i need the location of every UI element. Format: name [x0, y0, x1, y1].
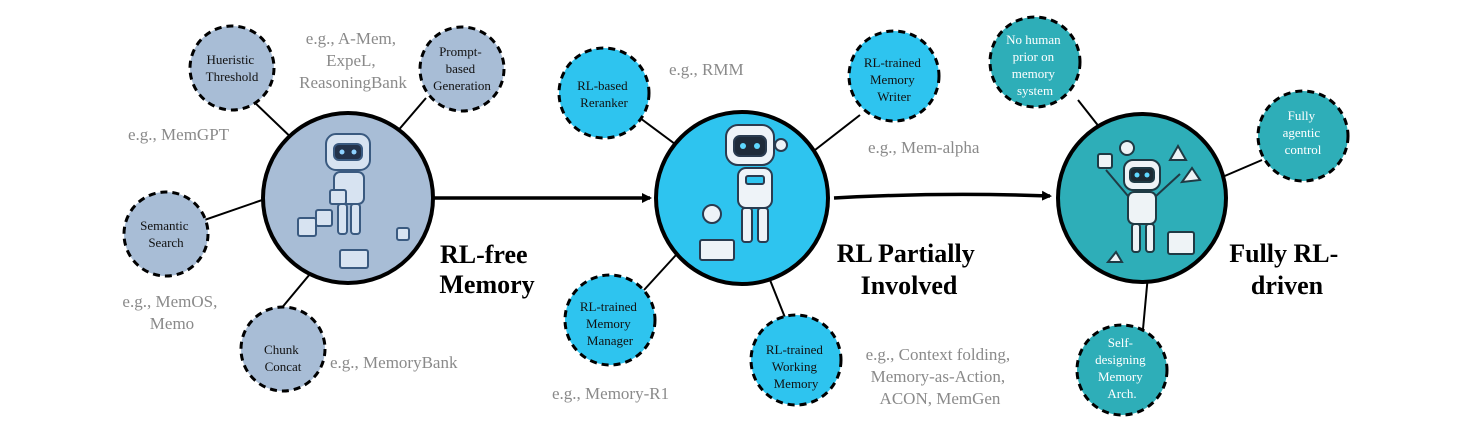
node-no-human-prior [988, 15, 1082, 109]
node-prompt-based-generation [418, 25, 506, 113]
robot-stacking-blocks-icon [297, 133, 410, 269]
stage1-title-line1: RL-free [440, 240, 528, 269]
stage1-title: RL-free Memory [439, 240, 534, 299]
stage3-title-line1: Fully RL- [1229, 239, 1338, 268]
example-a-mem-expel-reasoningbank: e.g., A-Mem, ExpeL, ReasoningBank [299, 29, 407, 92]
stage2-title-line2: Involved [861, 271, 958, 300]
label-heuristic-threshold: Hueristic Threshold [206, 52, 259, 84]
robot-juggling-shapes-icon [1097, 140, 1202, 263]
example-context-folding: e.g., Context folding, Memory-as-Action,… [866, 345, 1015, 408]
node-labels: Hueristic Threshold Prompt- based Genera… [140, 32, 1324, 401]
label-rl-trained-memory-writer: RL-trained Memory Writer [864, 55, 924, 104]
label-rl-based-reranker: RL-based Reranker [577, 78, 631, 110]
label-semantic-search: Semantic Search [140, 218, 192, 250]
node-chunk-concat [239, 305, 327, 393]
stage-arrows [433, 190, 1052, 203]
label-fully-agentic-control: Fully agentic control [1283, 108, 1324, 157]
arrow-stage2-to-stage3 [833, 190, 1052, 201]
label-chunk-concat: Chunk Concat [264, 342, 302, 374]
node-rl-trained-memory-writer [847, 29, 941, 123]
stage2-title: RL Partially Involved [837, 239, 981, 300]
stage1-title-line2: Memory [439, 270, 534, 299]
stage3-title: Fully RL- driven [1229, 239, 1345, 300]
node-heuristic-threshold [188, 24, 276, 112]
example-annotations: e.g., A-Mem, ExpeL, ReasoningBank e.g., … [122, 29, 1015, 408]
label-rl-trained-working-memory: RL-trained Working Memory [766, 342, 826, 391]
example-memorybank: e.g., MemoryBank [330, 353, 458, 372]
stage-fully-rl-driven: Fully RL- driven [1056, 112, 1345, 300]
label-no-human-prior: No human prior on memory system [1006, 32, 1064, 98]
example-memos-memo: e.g., MemOS, Memo [122, 292, 221, 333]
stage-rl-free-memory: RL-free Memory [261, 111, 535, 299]
node-rl-trained-working-memory [749, 313, 843, 407]
example-mem-alpha: e.g., Mem-alpha [868, 138, 980, 157]
example-rmm: e.g., RMM [669, 60, 744, 79]
example-memory-r1: e.g., Memory-R1 [552, 384, 669, 403]
stage3-title-line2: driven [1251, 271, 1324, 300]
node-rl-trained-memory-manager [563, 273, 657, 367]
label-prompt-based-generation: Prompt- based Generation [433, 44, 491, 93]
example-memgpt: e.g., MemGPT [128, 125, 230, 144]
node-rl-based-reranker [557, 46, 651, 140]
node-self-designing-memory [1075, 323, 1169, 417]
node-fully-agentic-control [1256, 89, 1350, 183]
node-semantic-search [122, 190, 210, 278]
robot-holding-box-icon [699, 124, 788, 261]
label-rl-trained-memory-manager: RL-trained Memory Manager [580, 299, 640, 348]
stage2-title-line1: RL Partially [837, 239, 975, 268]
stage-rl-partially-involved: RL Partially Involved [654, 110, 981, 300]
label-self-designing-memory: Self- designing Memory Arch. [1095, 335, 1149, 401]
satellite-nodes [122, 15, 1350, 417]
